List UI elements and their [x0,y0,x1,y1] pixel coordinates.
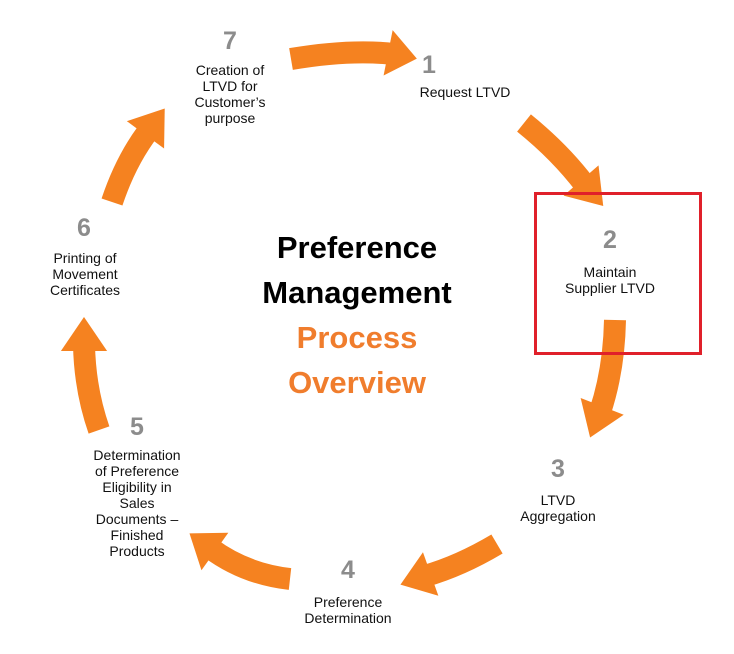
arrow-3-to-4-shaft [421,534,503,587]
step-5-label: Determination of Preference Eligibility … [93,447,181,559]
title-line-1: Preference [276,230,438,265]
step-1: 1 Request LTVD [395,50,535,100]
step-6-number: 6 [77,214,91,242]
step-6: 6 Printing of Movement Certificates [25,213,145,298]
arrow-2-to-3 [580,319,626,438]
step-6-label: Printing of Movement Certificates [49,250,121,298]
arrow-2-to-3-head [580,398,624,438]
step-1-label: Request LTVD [419,84,511,100]
step-3: 3 LTVD Aggregation [498,454,618,524]
step-7: 7 Creation of LTVD for Customer’s purpos… [170,26,290,126]
step-4: 4 Preference Determination [288,555,408,626]
step-3-number: 3 [551,455,565,483]
title-line-2: Management [262,275,452,310]
highlight-box-step-2 [534,192,702,355]
arrow-5-to-6 [60,317,110,434]
arrow-7-to-1-shaft [289,41,396,70]
arrow-3-to-4-head [400,552,439,596]
step-3-label: LTVD Aggregation [520,492,596,524]
arrow-4-to-5 [189,532,292,590]
arrow-1-to-2-shaft [517,114,594,192]
step-7-label: Creation of LTVD for Customer’s purpose [194,62,266,126]
step-4-number: 4 [341,556,355,584]
title-line-3: Process [296,320,418,355]
step-2-number: 2 [603,226,617,254]
step-5-number: 5 [130,413,144,441]
arrow-1-to-2-head [563,165,604,207]
step-4-label: Preference Determination [304,594,392,626]
arrow-7-to-1 [289,30,417,76]
arrow-4-to-5-shaft [203,539,292,590]
arrow-1-to-2 [517,114,604,207]
arrow-7-to-1-head [383,30,417,76]
diagram-title: Preference Management Process Overview [212,225,502,405]
arrow-4-to-5-head [189,532,229,571]
arrow-5-to-6-shaft [73,344,110,434]
arrow-2-to-3-shaft [589,319,626,416]
arrow-5-to-6-head [60,317,108,351]
title-line-4: Overview [288,365,426,400]
step-2-label: Maintain Supplier LTVD [564,264,655,296]
step-1-number: 1 [422,51,436,79]
arrow-6-to-7-shaft [101,123,158,206]
arrow-3-to-4 [400,534,503,596]
step-5: 5 Determination of Preference Eligibilit… [77,412,197,559]
arrow-6-to-7 [101,108,165,206]
step-2: 2 Maintain Supplier LTVD [550,225,670,296]
arrow-6-to-7-head [126,108,165,149]
step-7-number: 7 [223,27,237,55]
